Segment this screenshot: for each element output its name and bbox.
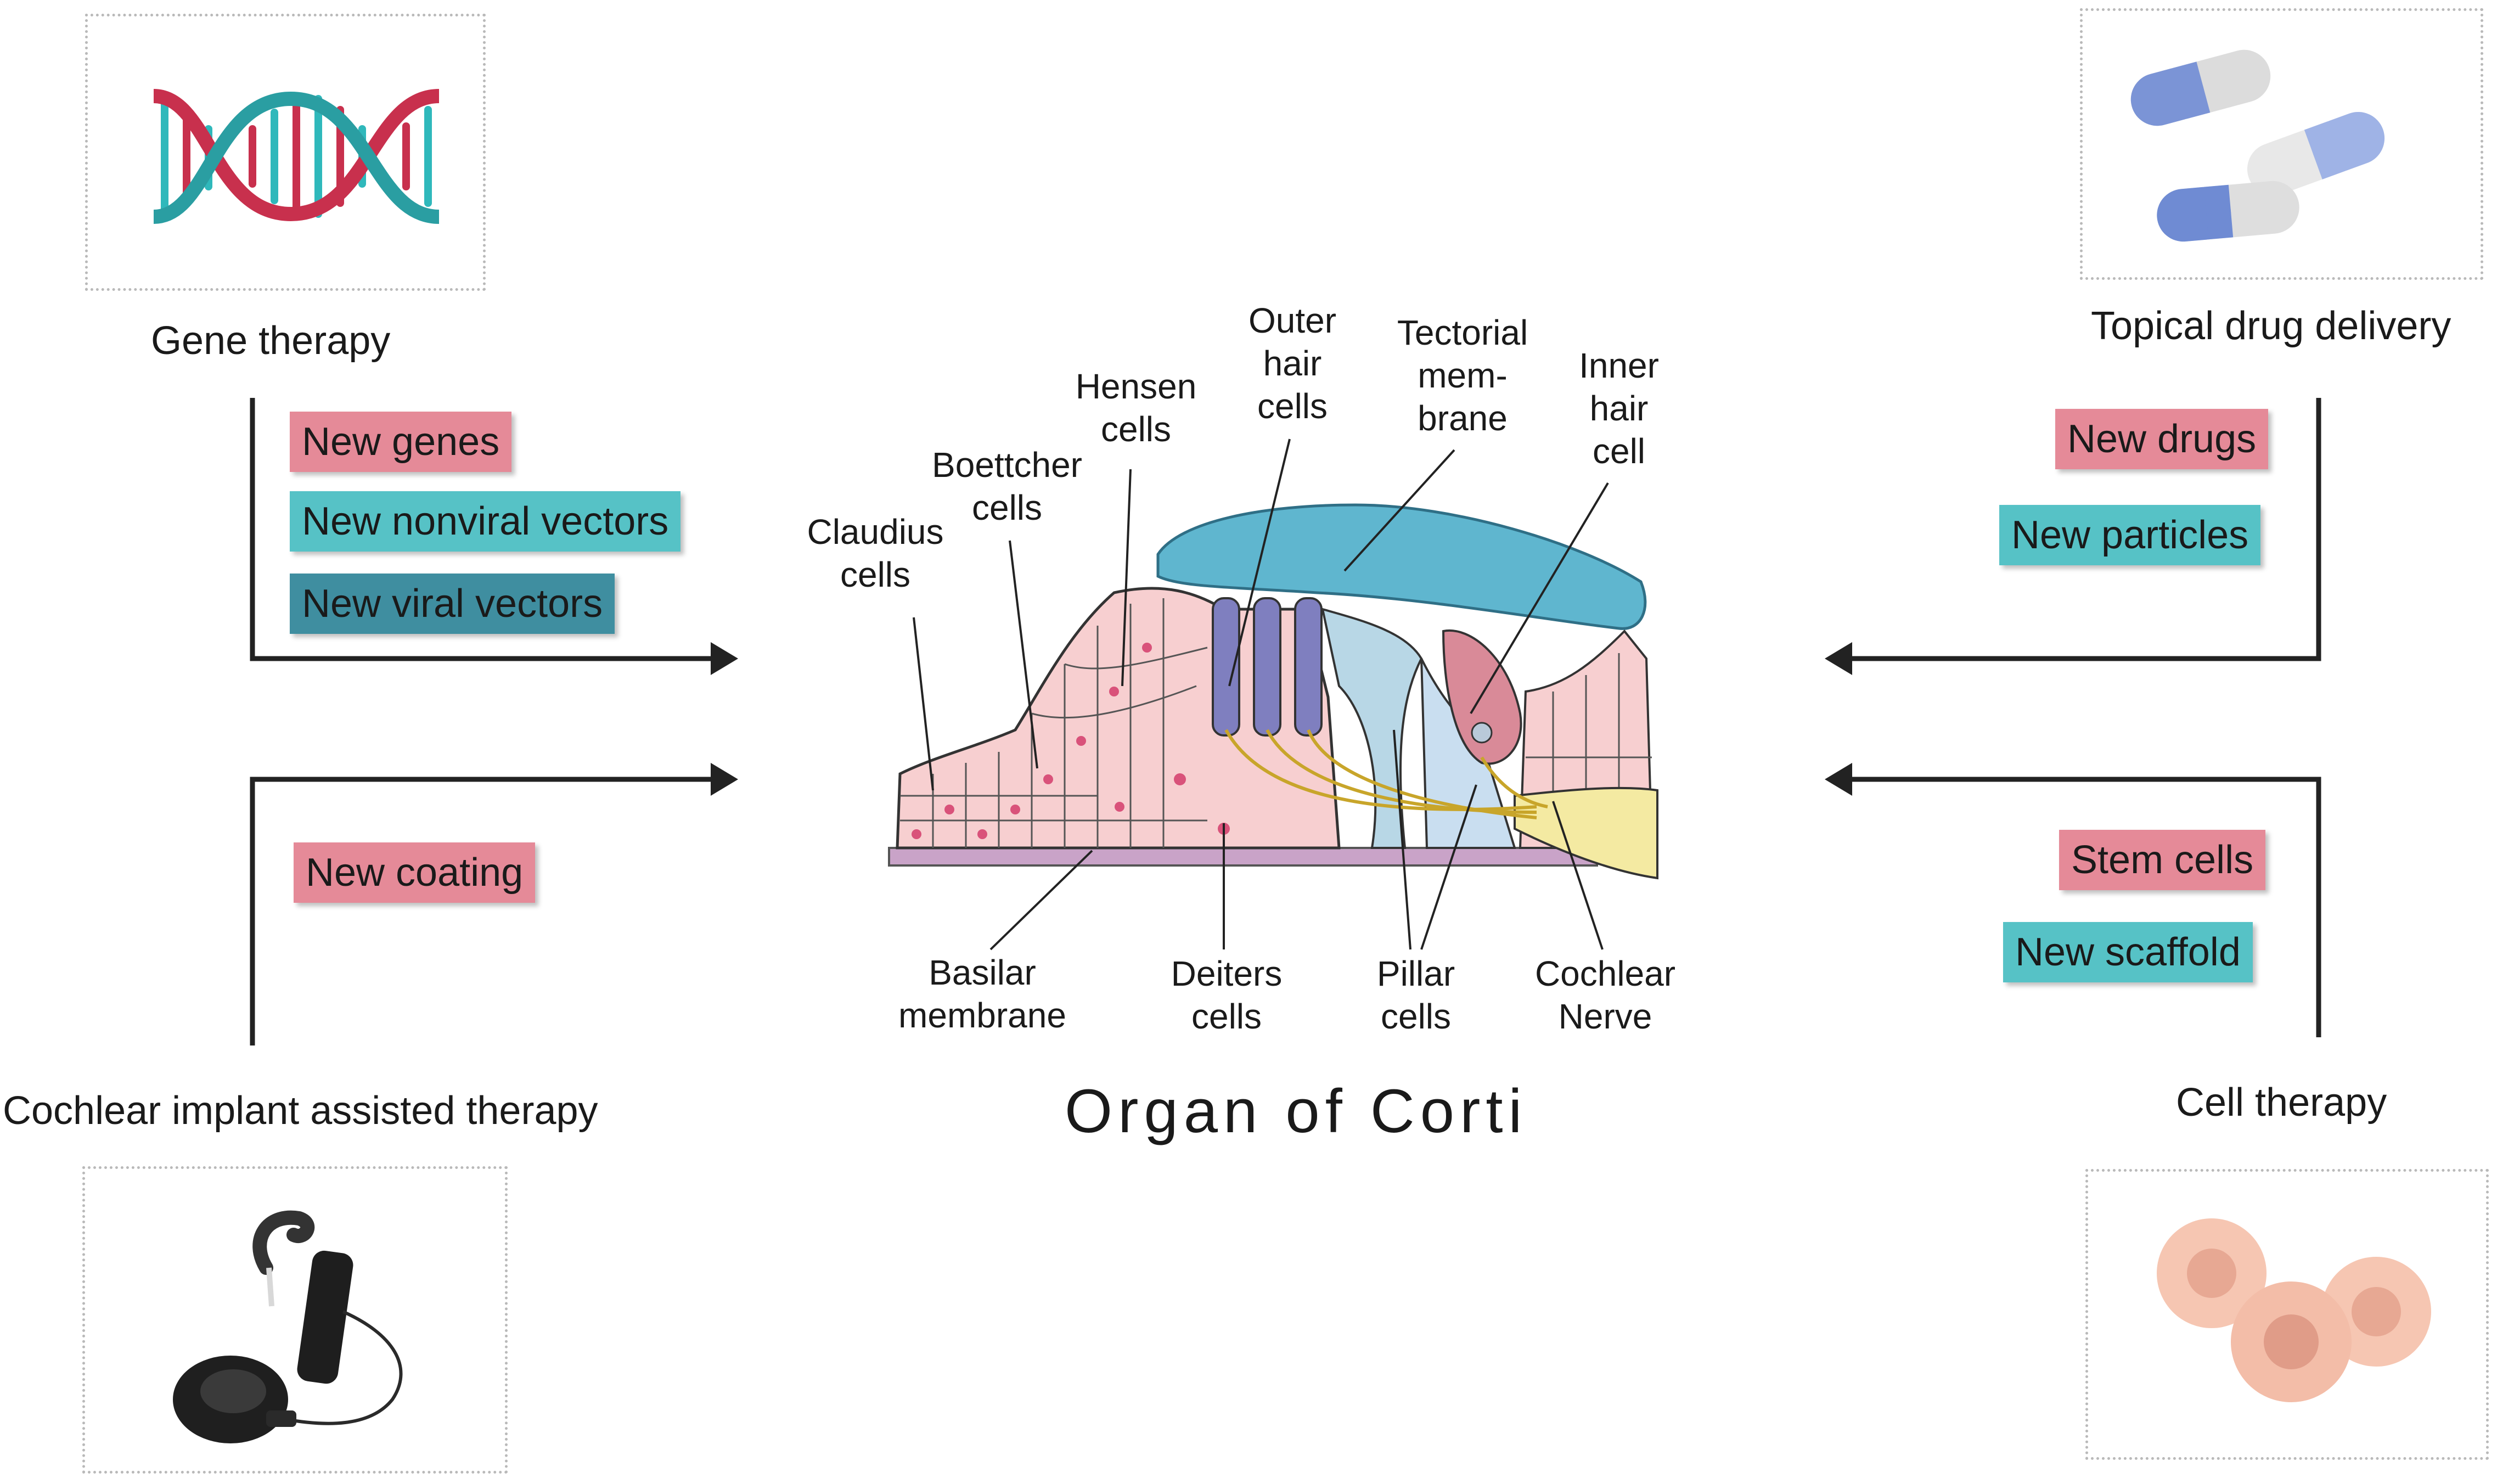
label-inner-hair-cell: Inner hair cell	[1579, 346, 1659, 471]
label-tectorial-membrane: Tectorial mem- brane	[1397, 313, 1528, 438]
cochlear-implant-device-icon	[173, 1210, 403, 1443]
tag-new-genes: New genes	[290, 412, 512, 472]
label-claudius-cells: Claudius cells	[807, 512, 944, 594]
capsule-pills-icon	[2130, 49, 2385, 242]
drug-delivery-image-frame	[2080, 8, 2483, 280]
label-pillar-cells: Pillar cells	[1376, 954, 1455, 1036]
label-basilar-membrane: Basilar membrane	[898, 953, 1066, 1035]
tag-stem-cells: Stem cells	[2059, 830, 2266, 890]
cochlear-nerve-shape	[1514, 786, 1658, 880]
stem-cells-icon	[2157, 1218, 2431, 1402]
cochlear-implant-caption: Cochlear implant assisted therapy	[3, 1089, 598, 1133]
label-deiters-cells: Deiters cells	[1171, 954, 1283, 1036]
tectorial-membrane-shape	[1156, 503, 1647, 630]
cell-therapy-caption: Cell therapy	[2176, 1081, 2387, 1125]
cochlear-implant-image-frame	[82, 1166, 508, 1474]
label-boettcher-cells: Boettcher cells	[932, 445, 1082, 527]
gene-therapy-caption: Gene therapy	[151, 319, 391, 363]
label-hensen-cells: Hensen cells	[1075, 367, 1197, 449]
inner-hair-cell-shape	[1442, 629, 1522, 765]
arrow-head-drug	[1825, 642, 1852, 675]
label-outer-hair-cells: Outer hair cells	[1248, 301, 1337, 426]
gene-therapy-image-frame	[85, 14, 486, 291]
basilar-membrane-shape	[888, 847, 1598, 867]
tag-new-nonviral-vectors: New nonviral vectors	[290, 491, 681, 552]
outer-hair-cells-shape	[1212, 597, 1323, 737]
label-cochlear-nerve: Cochlear Nerve	[1534, 954, 1676, 1036]
pillar-cells-shape	[1321, 608, 1423, 849]
arrow-head-implant	[711, 763, 738, 796]
cell-therapy-image-frame	[2085, 1169, 2489, 1460]
tag-new-viral-vectors: New viral vectors	[290, 574, 615, 634]
arrow-head-gene	[711, 642, 738, 675]
drug-delivery-caption: Topical drug delivery	[2091, 304, 2451, 348]
tag-new-coating: New coating	[294, 842, 536, 903]
arrow-head-cell	[1825, 763, 1852, 796]
dna-icon	[153, 89, 440, 224]
tag-new-particles: New particles	[1999, 505, 2261, 565]
organ-of-corti-title: Organ of Corti	[1065, 1077, 1528, 1145]
tag-new-drugs: New drugs	[2055, 409, 2269, 469]
tag-new-scaffold: New scaffold	[2003, 922, 2253, 982]
